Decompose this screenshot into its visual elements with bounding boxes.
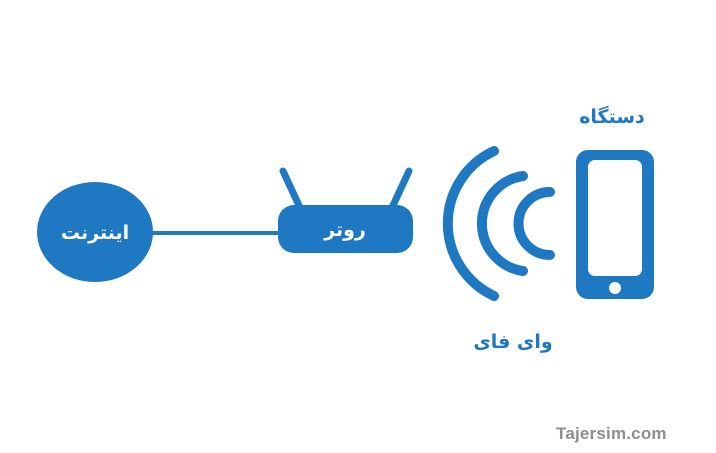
device-label: دستگاه xyxy=(579,105,645,128)
wifi-wave-medium xyxy=(476,171,528,276)
wifi-wave-large xyxy=(442,146,499,301)
router-node: روتر xyxy=(278,167,413,253)
phone-icon xyxy=(576,150,654,299)
wifi-signal-icon xyxy=(442,146,555,301)
internet-label: اینترنت xyxy=(61,222,129,244)
phone-home-button xyxy=(609,282,621,294)
router-label: روتر xyxy=(323,219,366,241)
router-body xyxy=(278,205,413,253)
phone-screen xyxy=(588,160,642,276)
wifi-label: وای فای xyxy=(473,331,552,353)
watermark: Tajersim.com xyxy=(556,424,667,443)
internet-node: اینترنت xyxy=(37,182,153,282)
internet-circle xyxy=(37,182,153,282)
wifi-wave-small xyxy=(513,187,555,260)
